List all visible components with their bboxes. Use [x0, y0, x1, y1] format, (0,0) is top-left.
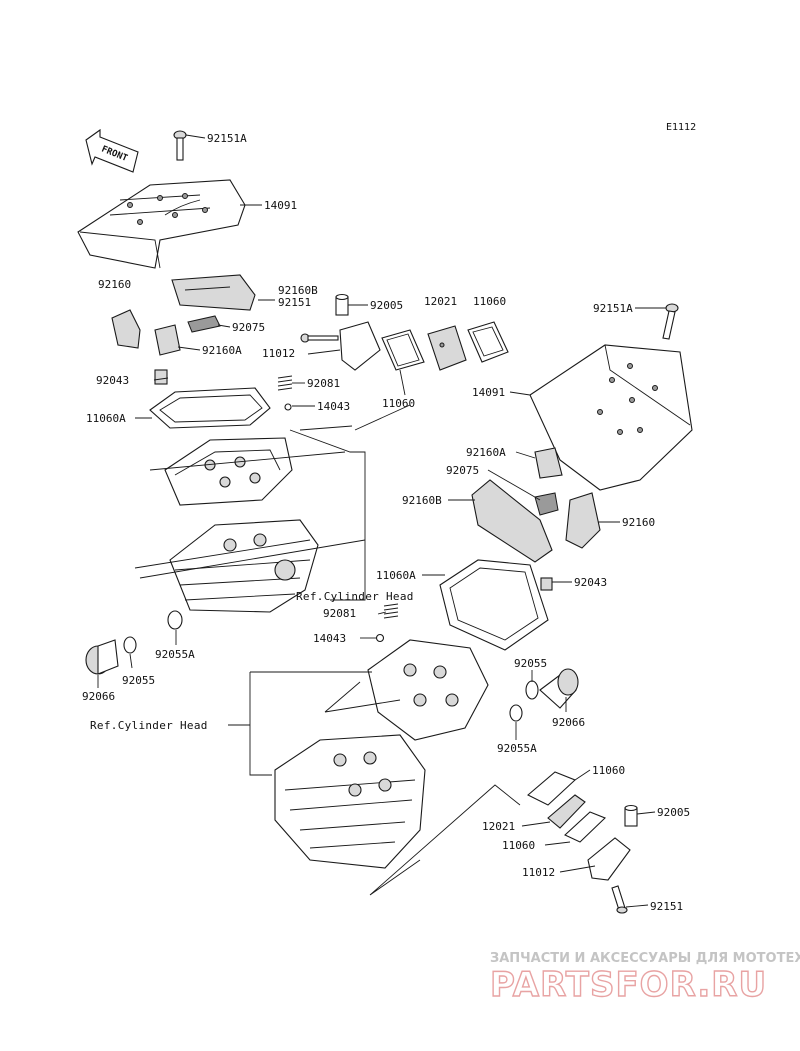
oring-92055A-left — [167, 610, 183, 630]
cover-14091-right — [529, 344, 693, 491]
label-92081-right: 92081 — [323, 607, 356, 620]
block-92160A-right — [534, 447, 563, 479]
label-92055-left: 92055 — [122, 674, 155, 687]
label-11012-left: 11012 — [262, 347, 295, 360]
pipe-92066-left — [85, 639, 119, 675]
spring-92081-left — [277, 375, 293, 391]
bolt-92151A-right — [662, 303, 679, 340]
cap-11012-right — [587, 837, 631, 881]
cylinder-head-right-lower — [274, 734, 426, 869]
label-92160-right: 92160 — [622, 516, 655, 529]
label-92075-left: 92075 — [232, 321, 265, 334]
label-12021-right: 12021 — [482, 820, 515, 833]
label-92043-left: 92043 — [96, 374, 129, 387]
spring-92081-right — [383, 603, 399, 619]
label-ref-cylinder-head-2: Ref.Cylinder Head — [90, 719, 208, 732]
gasket-11060-right-b — [564, 811, 606, 843]
label-92160B-left: 92160B — [278, 284, 318, 297]
label-11060-right-b: 11060 — [502, 839, 535, 852]
label-11060-right-a: 11060 — [592, 764, 625, 777]
label-92005-left: 92005 — [370, 299, 403, 312]
label-ref-cylinder-head-1: Ref.Cylinder Head — [296, 590, 414, 603]
label-92075-right: 92075 — [446, 464, 479, 477]
label-92055A-left: 92055A — [155, 648, 195, 661]
group-bracket-upper — [289, 429, 366, 601]
label-92151A-top: 92151A — [207, 132, 247, 145]
sleeve-92043-right — [540, 577, 553, 591]
pipe-92066-right — [539, 668, 579, 709]
cylinder-head-left-lower — [169, 519, 319, 613]
label-92081-left: 92081 — [307, 377, 340, 390]
bolt-92151-right — [611, 885, 628, 914]
oring-92055-left — [123, 636, 137, 654]
cylinder-head-left-upper — [164, 437, 293, 506]
label-14043-left: 14043 — [317, 400, 350, 413]
sleeve-92043-left — [154, 369, 168, 385]
label-11060-left-top: 11060 — [473, 295, 506, 308]
label-92151-left: 92151 — [278, 296, 311, 309]
label-14091-right: 14091 — [472, 386, 505, 399]
label-92151-right: 92151 — [650, 900, 683, 913]
collar-92005-left — [335, 293, 349, 316]
cylinder-head-right-upper — [367, 639, 489, 741]
label-14091-top: 14091 — [264, 199, 297, 212]
label-92066-left: 92066 — [82, 690, 115, 703]
oring-92055-right — [525, 680, 539, 700]
label-11012-right: 11012 — [522, 866, 555, 879]
label-92066-right: 92066 — [552, 716, 585, 729]
bolt-92151A-top — [173, 130, 187, 161]
gasket-11060-right-a — [527, 771, 577, 806]
diagram-code: E1112 — [666, 122, 696, 133]
front-arrow-icon: FRONT — [85, 128, 139, 173]
plate-12021-right — [547, 794, 586, 829]
label-92160A-left: 92160A — [202, 344, 242, 357]
plate-12021-left — [427, 325, 467, 371]
damper-92075-left — [187, 315, 221, 333]
label-92160-left: 92160 — [98, 278, 131, 291]
label-12021-left: 12021 — [424, 295, 457, 308]
cap-11012-left — [300, 321, 381, 371]
gasket-11060A-right — [439, 559, 549, 651]
label-92005-right: 92005 — [657, 806, 690, 819]
leader-lines — [97, 134, 666, 908]
label-92055-right: 92055 — [514, 657, 547, 670]
bracket-92160B-right — [471, 479, 553, 563]
label-92043-right: 92043 — [574, 576, 607, 589]
block-92160-right — [565, 492, 601, 549]
block-92160-left — [111, 309, 141, 349]
cover-14091-left — [77, 179, 246, 269]
oring-92055A-right — [509, 704, 523, 722]
group-bracket-lower — [249, 672, 272, 776]
cap-14043-left — [284, 403, 292, 411]
label-11060A-left: 11060A — [86, 412, 126, 425]
watermark-tagline: ЗАПЧАСТИ И АКСЕССУАРЫ ДЛЯ МОТОТЕХНИКИ — [490, 951, 800, 966]
bracket-92160B-left — [171, 274, 256, 311]
label-11060-left-mid: 11060 — [382, 397, 415, 410]
damper-92075-right — [534, 492, 559, 516]
label-14043-right: 14043 — [313, 632, 346, 645]
cap-14043-right — [375, 633, 385, 643]
gasket-11060-left-b — [467, 321, 509, 363]
watermark-logo: PARTSFOR.RU — [490, 965, 767, 1005]
gasket-11060A-left — [149, 387, 271, 429]
label-92160B-right: 92160B — [402, 494, 442, 507]
label-92151A-right: 92151A — [593, 302, 633, 315]
gasket-11060-left-a — [381, 329, 425, 371]
collar-92005-right — [624, 804, 638, 827]
label-11060A-right: 11060A — [376, 569, 416, 582]
label-92055A-right: 92055A — [497, 742, 537, 755]
block-92160A-left — [154, 324, 181, 356]
label-92160A-right: 92160A — [466, 446, 506, 459]
